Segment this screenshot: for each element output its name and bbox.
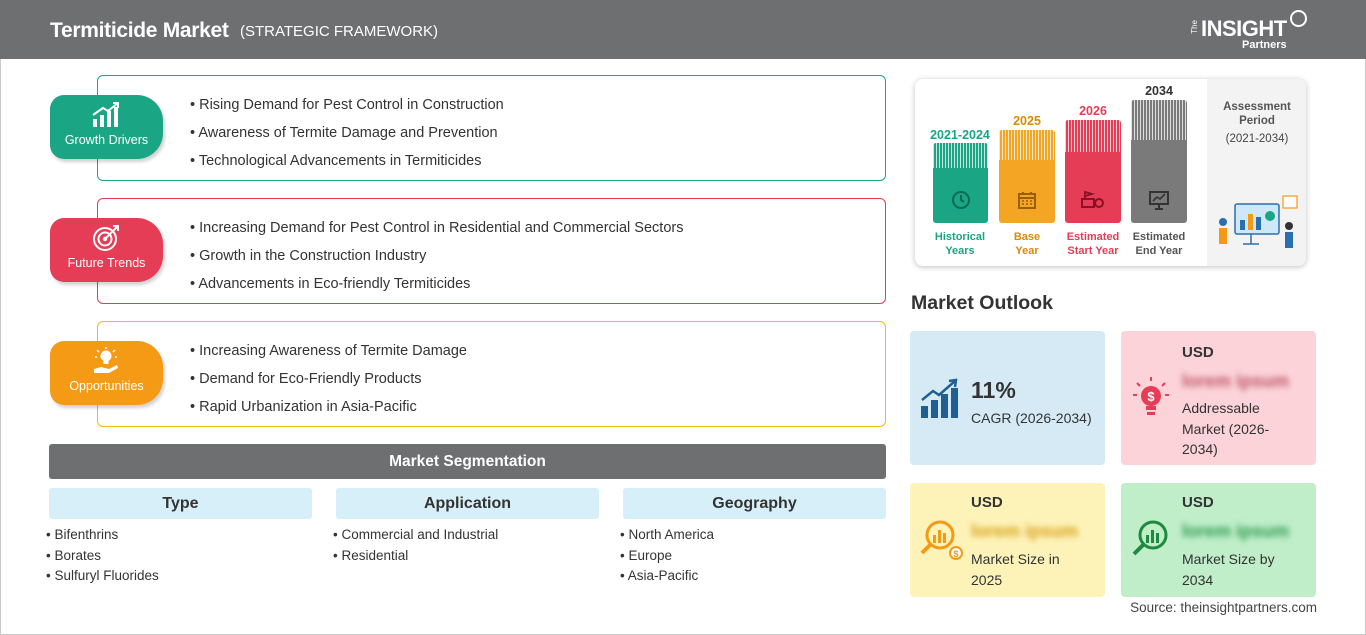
addressable-value: lorem ipsum bbox=[1182, 371, 1290, 391]
page-subtitle: (STRATEGIC FRAMEWORK) bbox=[240, 23, 439, 40]
segment-application-head: Application bbox=[336, 488, 599, 519]
history-icon bbox=[951, 191, 970, 209]
size2025-currency: USD bbox=[971, 494, 1003, 511]
future-trends-badge: Future Trends bbox=[50, 218, 163, 282]
list-item: Asia-Pacific bbox=[620, 566, 886, 587]
cagr-value: 11% bbox=[971, 377, 1016, 403]
list-item: North America bbox=[620, 525, 886, 546]
logo-ring-icon bbox=[1290, 10, 1307, 27]
assessment-range: (2021-2034) bbox=[1225, 133, 1289, 145]
lightbulb-hand-icon bbox=[94, 347, 118, 373]
insight-partners-logo[interactable]: The INSIGHT Partners bbox=[1190, 10, 1310, 52]
list-item: Increasing Awareness of Termite Damage bbox=[190, 341, 467, 369]
source-note: Source: theinsightpartners.com bbox=[1130, 600, 1317, 615]
analyst-illustration-icon bbox=[1219, 195, 1298, 248]
year-end: 2034 bbox=[1145, 84, 1173, 98]
list-item: Increasing Demand for Pest Control in Re… bbox=[190, 218, 683, 246]
segment-geography-head: Geography bbox=[623, 488, 886, 519]
list-item: Bifenthrins bbox=[46, 525, 312, 546]
market-size-2025-box: USD lorem ipsum Market Size in 2025 $ bbox=[910, 483, 1105, 597]
list-item: Sulfuryl Fluorides bbox=[46, 566, 312, 587]
magnifier-chart-icon: $ bbox=[920, 520, 963, 560]
opportunities-badge: Opportunities bbox=[50, 341, 163, 405]
growth-drivers-label: Growth Drivers bbox=[64, 133, 149, 147]
segment-geography: Geography North America Europe Asia-Paci… bbox=[623, 488, 886, 587]
start-flag-icon bbox=[1081, 190, 1104, 208]
segment-type-head: Type bbox=[49, 488, 312, 519]
svg-text:$: $ bbox=[953, 549, 958, 559]
growth-drivers-card: Rising Demand for Pest Control in Constr… bbox=[97, 75, 886, 181]
year-start: 2026 bbox=[1079, 104, 1107, 118]
header-bar: Termiticide Market (STRATEGIC FRAMEWORK)… bbox=[0, 0, 1366, 59]
list-item: Awareness of Termite Damage and Preventi… bbox=[190, 123, 504, 151]
growth-chart-icon bbox=[92, 102, 119, 127]
year-base: 2025 bbox=[1013, 114, 1041, 128]
bar-base bbox=[999, 130, 1055, 223]
list-item: Europe bbox=[620, 546, 886, 567]
segment-application: Application Commercial and Industrial Re… bbox=[336, 488, 599, 566]
size2025-label: Market Size in 2025 bbox=[971, 551, 1060, 588]
bar-historical bbox=[933, 143, 988, 223]
addressable-currency: USD bbox=[1182, 344, 1214, 361]
assessment-title: Assessment Period bbox=[1223, 101, 1291, 127]
list-item: Borates bbox=[46, 546, 312, 567]
market-size-2034-box: USD lorem ipsum Market Size by 2034 bbox=[1121, 483, 1316, 597]
list-item: Commercial and Industrial bbox=[333, 525, 599, 546]
year-historical: 2021-2024 bbox=[930, 128, 990, 142]
magnifier-chart-icon bbox=[1132, 520, 1168, 556]
page-title: Termiticide Market bbox=[50, 19, 229, 42]
list-item: Advancements in Eco-friendly Termiticide… bbox=[190, 274, 683, 302]
opportunities-list: Increasing Awareness of Termite Damage D… bbox=[190, 341, 467, 425]
list-item: Growth in the Construction Industry bbox=[190, 246, 683, 274]
addressable-label: Addressable Market (2026-2034) bbox=[1182, 400, 1270, 457]
list-item: Rising Demand for Pest Control in Constr… bbox=[190, 95, 504, 123]
bar-end bbox=[1131, 100, 1187, 223]
list-item: Residential bbox=[333, 546, 599, 567]
opportunities-card: Increasing Awareness of Termite Damage D… bbox=[97, 321, 886, 427]
cagr-label: CAGR (2026-2034) bbox=[971, 410, 1092, 426]
size2025-value: lorem ipsum bbox=[971, 521, 1079, 541]
future-trends-list: Increasing Demand for Pest Control in Re… bbox=[190, 218, 683, 302]
market-segmentation-header: Market Segmentation bbox=[49, 444, 886, 479]
list-item: Technological Advancements in Termiticid… bbox=[190, 151, 504, 179]
size2034-currency: USD bbox=[1182, 494, 1214, 511]
dollar-bulb-icon: $ bbox=[1133, 377, 1169, 415]
opportunities-label: Opportunities bbox=[69, 379, 144, 393]
list-item: Rapid Urbanization in Asia-Pacific bbox=[190, 397, 467, 425]
assessment-period: Assessment Period (2021-2034) bbox=[1213, 100, 1301, 146]
cagr-box: 11% CAGR (2026-2034) bbox=[910, 331, 1105, 465]
growth-drivers-badge: Growth Drivers bbox=[50, 95, 163, 159]
target-icon bbox=[93, 225, 119, 251]
market-outlook-title: Market Outlook bbox=[911, 292, 1053, 314]
presentation-icon bbox=[1149, 191, 1169, 210]
bar-start bbox=[1065, 120, 1121, 223]
svg-text:$: $ bbox=[1147, 389, 1155, 404]
size2034-label: Market Size by 2034 bbox=[1182, 551, 1275, 588]
bar-growth-icon bbox=[921, 378, 958, 418]
addressable-market-box: USD lorem ipsum Addressable Market (2026… bbox=[1121, 331, 1316, 465]
calendar-icon bbox=[1018, 192, 1036, 209]
future-trends-label: Future Trends bbox=[67, 256, 146, 270]
segment-type: Type Bifenthrins Borates Sulfuryl Fluori… bbox=[49, 488, 312, 587]
size2034-value: lorem ipsum bbox=[1182, 521, 1290, 541]
list-item: Demand for Eco-Friendly Products bbox=[190, 369, 467, 397]
growth-drivers-list: Rising Demand for Pest Control in Constr… bbox=[190, 95, 504, 179]
future-trends-card: Increasing Demand for Pest Control in Re… bbox=[97, 198, 886, 304]
